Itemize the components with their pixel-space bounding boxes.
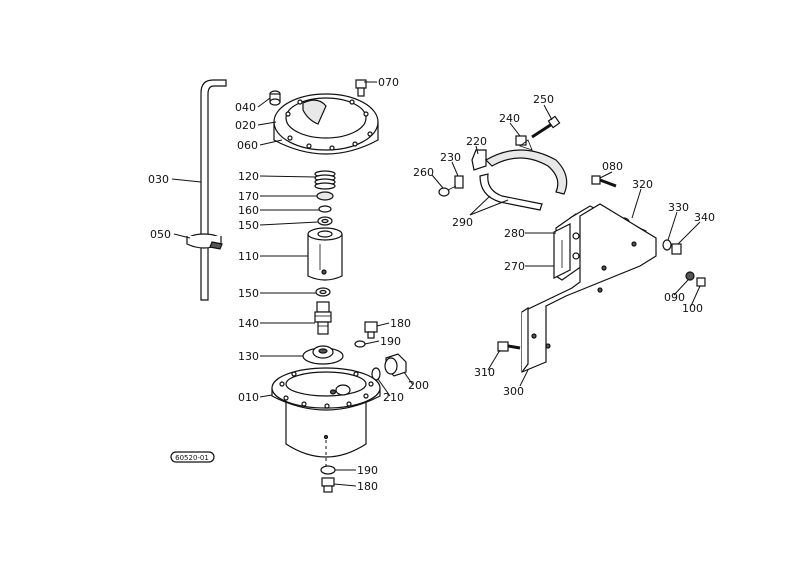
part-150-washer-upper <box>317 216 333 226</box>
part-180-bolt-upper <box>364 321 378 339</box>
callout-150-lower: 150 <box>238 287 259 300</box>
callout-080: 080 <box>602 160 623 173</box>
part-050-clamp <box>186 233 223 250</box>
part-070-bolt <box>355 79 367 97</box>
part-010-bowl <box>271 367 381 458</box>
part-310-bolt <box>497 341 521 352</box>
leader-lines-right <box>431 104 701 387</box>
part-090-washer <box>685 271 695 281</box>
part-190-washer-upper <box>354 340 366 348</box>
callout-170: 170 <box>238 190 259 203</box>
callout-290: 290 <box>452 216 473 229</box>
part-300-main-bracket <box>521 203 657 373</box>
callout-070: 070 <box>378 76 399 89</box>
callout-320: 320 <box>632 178 653 191</box>
callout-160: 160 <box>238 204 259 217</box>
part-260-bolt <box>438 185 457 197</box>
callout-180-lower: 180 <box>357 480 378 493</box>
callout-200: 200 <box>408 379 429 392</box>
callout-140: 140 <box>238 317 259 330</box>
part-030-pipe <box>200 79 227 301</box>
callout-090: 090 <box>664 291 685 304</box>
part-190-washer-lower <box>320 465 336 475</box>
callout-310: 310 <box>474 366 495 379</box>
callout-280: 280 <box>504 227 525 240</box>
callout-030: 030 <box>148 173 169 186</box>
part-140-valve <box>314 301 332 335</box>
drawing-stamp: 60520-01 <box>170 451 215 463</box>
part-170-seal <box>316 191 334 201</box>
part-230-spacer <box>454 175 464 189</box>
part-160-washer <box>318 205 332 213</box>
callout-250: 250 <box>533 93 554 106</box>
callout-220: 220 <box>466 135 487 148</box>
drawing-stamp-text: 60520-01 <box>175 454 209 462</box>
part-130-plate <box>302 345 344 365</box>
part-120-spring <box>314 170 336 190</box>
callout-210: 210 <box>383 391 404 404</box>
part-290-strap <box>479 139 568 211</box>
part-100-nut <box>696 277 706 287</box>
part-220-bracket <box>471 149 487 171</box>
callout-100: 100 <box>682 302 703 315</box>
part-020-cover <box>273 93 379 155</box>
callout-330: 330 <box>668 201 689 214</box>
callout-120: 120 <box>238 170 259 183</box>
part-040-fitting <box>269 90 281 106</box>
part-180-bolt-lower <box>321 477 335 493</box>
callout-270: 270 <box>504 260 525 273</box>
callout-130: 130 <box>238 350 259 363</box>
part-270-bracket <box>553 223 571 279</box>
callout-340: 340 <box>694 211 715 224</box>
callout-150-upper: 150 <box>238 219 259 232</box>
part-250-bolt <box>531 115 561 139</box>
callout-190-upper: 190 <box>380 335 401 348</box>
part-330-washer <box>662 239 672 251</box>
part-080-bolt <box>591 175 617 188</box>
callout-260: 260 <box>413 166 434 179</box>
callout-040: 040 <box>235 101 256 114</box>
part-150-washer-lower <box>315 287 331 297</box>
leader-lines-left <box>171 81 414 487</box>
callout-190-lower: 190 <box>357 464 378 477</box>
part-340-nut <box>671 243 682 255</box>
callout-050: 050 <box>150 228 171 241</box>
part-240-nut <box>515 135 527 146</box>
part-110-cartridge <box>307 227 343 281</box>
callout-060: 060 <box>237 139 258 152</box>
callout-020: 020 <box>235 119 256 132</box>
callout-300: 300 <box>503 385 524 398</box>
callout-110: 110 <box>238 250 259 263</box>
callout-230: 230 <box>440 151 461 164</box>
callout-240: 240 <box>499 112 520 125</box>
part-200-plug <box>384 353 407 377</box>
callout-010: 010 <box>238 391 259 404</box>
callout-180-upper: 180 <box>390 317 411 330</box>
callout-labels: 070 040 020 060 030 120 170 160 150 050 … <box>148 76 715 493</box>
